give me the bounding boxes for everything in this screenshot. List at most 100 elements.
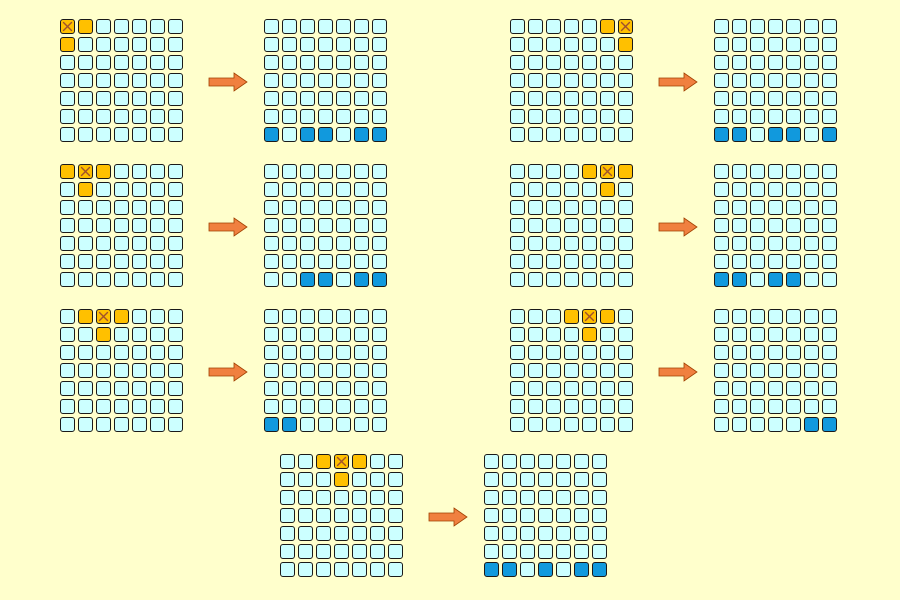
grid-cell[interactable] bbox=[804, 19, 819, 34]
grid-cell[interactable] bbox=[714, 73, 729, 88]
grid-cell[interactable] bbox=[556, 508, 571, 523]
grid-cell[interactable] bbox=[786, 127, 801, 142]
grid-cell[interactable] bbox=[564, 309, 579, 324]
grid-cell[interactable] bbox=[822, 272, 837, 287]
grid-cell[interactable] bbox=[300, 272, 315, 287]
grid-cell[interactable] bbox=[822, 236, 837, 251]
grid-cell[interactable] bbox=[750, 218, 765, 233]
grid-cell[interactable] bbox=[336, 127, 351, 142]
grid-cell[interactable] bbox=[96, 218, 111, 233]
grid-cell[interactable] bbox=[714, 55, 729, 70]
grid-cell[interactable] bbox=[574, 472, 589, 487]
grid-cell[interactable] bbox=[298, 454, 313, 469]
grid-cell[interactable] bbox=[750, 109, 765, 124]
grid-cell[interactable] bbox=[318, 109, 333, 124]
grid-cell[interactable] bbox=[714, 91, 729, 106]
grid-cell[interactable] bbox=[60, 345, 75, 360]
grid-cell[interactable] bbox=[280, 544, 295, 559]
grid-cell[interactable] bbox=[282, 363, 297, 378]
grid-cell[interactable] bbox=[732, 272, 747, 287]
grid-cell[interactable] bbox=[316, 562, 331, 577]
grid-cell[interactable] bbox=[556, 544, 571, 559]
grid-cell[interactable] bbox=[768, 19, 783, 34]
grid-cell[interactable] bbox=[750, 309, 765, 324]
grid-cell[interactable] bbox=[78, 127, 93, 142]
grid-cell[interactable] bbox=[750, 164, 765, 179]
grid-cell[interactable] bbox=[60, 55, 75, 70]
grid-cell[interactable] bbox=[768, 164, 783, 179]
grid-cell[interactable] bbox=[538, 454, 553, 469]
grid-cell[interactable] bbox=[264, 327, 279, 342]
grid-cell[interactable] bbox=[768, 55, 783, 70]
grid-cell[interactable] bbox=[528, 127, 543, 142]
grid-cell[interactable] bbox=[168, 309, 183, 324]
grid-cell[interactable] bbox=[150, 254, 165, 269]
grid-cell[interactable] bbox=[354, 254, 369, 269]
grid-cell[interactable] bbox=[538, 544, 553, 559]
grid-cell[interactable] bbox=[732, 127, 747, 142]
grid-cell[interactable] bbox=[600, 200, 615, 215]
grid-cell[interactable] bbox=[600, 164, 615, 179]
grid-cell[interactable] bbox=[546, 381, 561, 396]
grid-cell[interactable] bbox=[78, 236, 93, 251]
grid-cell[interactable] bbox=[318, 254, 333, 269]
grid-cell[interactable] bbox=[768, 309, 783, 324]
grid-cell[interactable] bbox=[60, 363, 75, 378]
grid-cell[interactable] bbox=[484, 490, 499, 505]
grid-cell[interactable] bbox=[96, 91, 111, 106]
grid-cell[interactable] bbox=[78, 363, 93, 378]
grid-cell[interactable] bbox=[150, 91, 165, 106]
grid-cell[interactable] bbox=[732, 55, 747, 70]
grid-cell[interactable] bbox=[316, 454, 331, 469]
grid-cell[interactable] bbox=[298, 562, 313, 577]
grid-cell[interactable] bbox=[96, 19, 111, 34]
grid-cell[interactable] bbox=[804, 399, 819, 414]
grid-cell[interactable] bbox=[582, 345, 597, 360]
grid-cell[interactable] bbox=[564, 55, 579, 70]
grid-cell[interactable] bbox=[582, 91, 597, 106]
grid-cell[interactable] bbox=[336, 363, 351, 378]
grid-cell[interactable] bbox=[546, 91, 561, 106]
grid-cell[interactable] bbox=[318, 73, 333, 88]
grid-cell[interactable] bbox=[600, 381, 615, 396]
grid-cell[interactable] bbox=[168, 417, 183, 432]
grid-cell[interactable] bbox=[528, 272, 543, 287]
grid-cell[interactable] bbox=[370, 526, 385, 541]
grid-cell[interactable] bbox=[150, 345, 165, 360]
grid-cell[interactable] bbox=[150, 272, 165, 287]
grid-cell[interactable] bbox=[786, 309, 801, 324]
grid-cell[interactable] bbox=[786, 272, 801, 287]
grid-cell[interactable] bbox=[546, 164, 561, 179]
grid-cell[interactable] bbox=[132, 73, 147, 88]
grid-cell[interactable] bbox=[804, 309, 819, 324]
grid-cell[interactable] bbox=[556, 472, 571, 487]
grid-cell[interactable] bbox=[564, 399, 579, 414]
grid-cell[interactable] bbox=[78, 381, 93, 396]
grid-cell[interactable] bbox=[714, 127, 729, 142]
grid-cell[interactable] bbox=[822, 417, 837, 432]
grid-cell[interactable] bbox=[264, 363, 279, 378]
grid-cell[interactable] bbox=[768, 399, 783, 414]
grid-cell[interactable] bbox=[564, 127, 579, 142]
grid-cell[interactable] bbox=[280, 472, 295, 487]
grid-cell[interactable] bbox=[546, 19, 561, 34]
grid-cell[interactable] bbox=[316, 544, 331, 559]
grid-cell[interactable] bbox=[556, 526, 571, 541]
grid-cell[interactable] bbox=[546, 254, 561, 269]
grid-cell[interactable] bbox=[282, 109, 297, 124]
grid-cell[interactable] bbox=[786, 327, 801, 342]
grid-cell[interactable] bbox=[300, 254, 315, 269]
grid-cell[interactable] bbox=[132, 363, 147, 378]
grid-cell[interactable] bbox=[352, 454, 367, 469]
grid-cell[interactable] bbox=[168, 218, 183, 233]
grid-cell[interactable] bbox=[132, 55, 147, 70]
grid-cell[interactable] bbox=[768, 182, 783, 197]
grid-cell[interactable] bbox=[96, 109, 111, 124]
grid-cell[interactable] bbox=[132, 236, 147, 251]
grid-cell[interactable] bbox=[336, 399, 351, 414]
grid-cell[interactable] bbox=[114, 327, 129, 342]
grid-cell[interactable] bbox=[600, 417, 615, 432]
grid-cell[interactable] bbox=[732, 399, 747, 414]
grid-cell[interactable] bbox=[96, 200, 111, 215]
grid-cell[interactable] bbox=[372, 417, 387, 432]
